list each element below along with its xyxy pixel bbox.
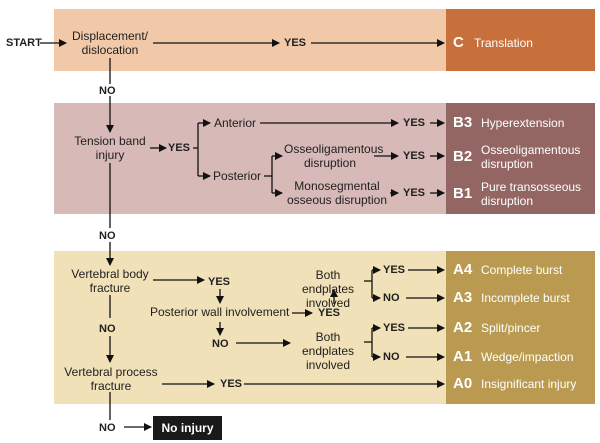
yes-label: YES: [208, 276, 231, 288]
result-a0-code: A0: [453, 375, 473, 392]
no-label: NO: [212, 338, 229, 350]
result-a1-code: A1: [453, 348, 473, 365]
both-endplates-question-2: Both endplates involved: [301, 330, 355, 372]
anterior-label: Anterior: [214, 116, 257, 130]
both-endplates-question-1: Both endplates involved: [301, 268, 355, 310]
yes-label: YES: [168, 142, 191, 154]
yes-label: YES: [383, 322, 406, 334]
result-a3-code: A3: [453, 289, 473, 306]
yes-label: YES: [318, 307, 341, 319]
result-a4-code: A4: [453, 261, 473, 278]
vertebral-body-question: Vertebral body fracture: [71, 267, 149, 295]
no-label: NO: [383, 292, 400, 304]
result-c-code: C: [453, 34, 464, 51]
no-label: NO: [99, 230, 116, 242]
result-a0-label: Insignificant injury: [481, 377, 577, 391]
no-label: NO: [99, 85, 116, 97]
yes-label: YES: [284, 37, 307, 49]
result-b1-label: Pure transosseous disruption: [481, 180, 582, 208]
displacement-question: Displacement/ dislocation: [71, 29, 149, 57]
monosegmental-question: Monosegmental osseous disruption: [286, 179, 388, 207]
result-a2-code: A2: [453, 319, 473, 336]
no-label: NO: [383, 351, 400, 363]
vertebral-process-question: Vertebral process fracture: [64, 365, 158, 393]
no-label: NO: [99, 422, 116, 434]
posterior-wall-question: Posterior wall involvement: [150, 305, 290, 319]
osseoligamentous-question: Osseoligamentous disruption: [284, 142, 384, 170]
result-b3-label: Hyperextension: [481, 116, 565, 130]
yes-label: YES: [403, 150, 426, 162]
tension-band-question: Tension band injury: [74, 134, 146, 162]
yes-label: YES: [220, 378, 243, 390]
yes-label: YES: [403, 187, 426, 199]
result-a1-label: Wedge/impaction: [481, 350, 574, 364]
result-b1-code: B1: [453, 185, 473, 202]
no-injury-box: No injury: [153, 416, 222, 440]
result-a4-label: Complete burst: [481, 263, 563, 277]
result-c-label: Translation: [474, 36, 533, 50]
panel-a-result: [446, 251, 595, 404]
result-a2-label: Split/pincer: [481, 321, 541, 335]
yes-label: YES: [403, 117, 426, 129]
start-label: START: [6, 37, 42, 49]
posterior-label: Posterior: [213, 169, 262, 183]
yes-label: YES: [383, 264, 406, 276]
result-b2-code: B2: [453, 148, 473, 165]
result-b3-code: B3: [453, 114, 473, 131]
result-a3-label: Incomplete burst: [481, 291, 570, 305]
no-label: NO: [99, 323, 116, 335]
result-b2-label: Osseoligamentous disruption: [481, 143, 581, 171]
panel-c-result: [446, 9, 595, 71]
panel-b-result: [446, 103, 595, 214]
